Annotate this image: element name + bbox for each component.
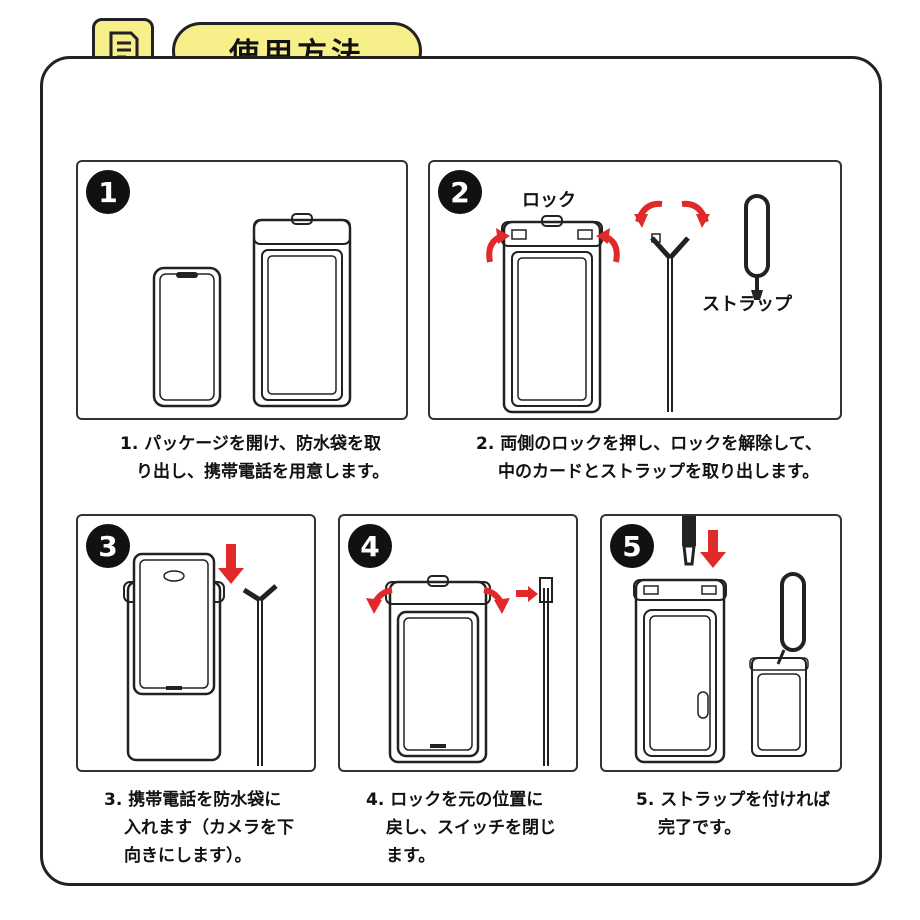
step-4-caption: 4. ロックを元の位置に 戻し、スイッチを閉じ ます。 — [366, 790, 556, 866]
step-1-caption: 1. パッケージを開け、防水袋を取 り出し、携帯電話を用意します。 — [120, 434, 390, 482]
attach-strap-illustration — [633, 516, 809, 764]
step-1-panel: 1 — [76, 160, 408, 420]
phone-and-pouch-illustration — [152, 213, 352, 408]
insert-phone-illustration — [123, 544, 278, 766]
step-2-caption: 2. 両側のロックを押し、ロックを解除して、 中のカードとストラップを取り出しま… — [476, 434, 822, 482]
step-3-number: 3 — [86, 524, 130, 568]
lock-label: ロック — [522, 190, 576, 211]
lock-pouch-illustration — [366, 575, 553, 766]
unlock-pouch-illustration — [486, 194, 770, 414]
step-3-caption: 3. 携帯電話を防水袋に 入れます（カメラを下 向きにします）。 — [104, 790, 294, 866]
strap-label: ストラップ — [702, 294, 792, 315]
step-4-number: 4 — [348, 524, 392, 568]
step-2-number: 2 — [438, 170, 482, 214]
step-3-panel: 3 — [76, 514, 316, 772]
step-5-caption: 5. ストラップを付ければ 完了です。 — [636, 790, 831, 838]
step-1-number: 1 — [86, 170, 130, 214]
step-4-panel: 4 — [338, 514, 578, 772]
step-2-panel: 2 ロック ストラップ — [428, 160, 842, 420]
step-5-number: 5 — [610, 524, 654, 568]
step-5-panel: 5 — [600, 514, 842, 772]
